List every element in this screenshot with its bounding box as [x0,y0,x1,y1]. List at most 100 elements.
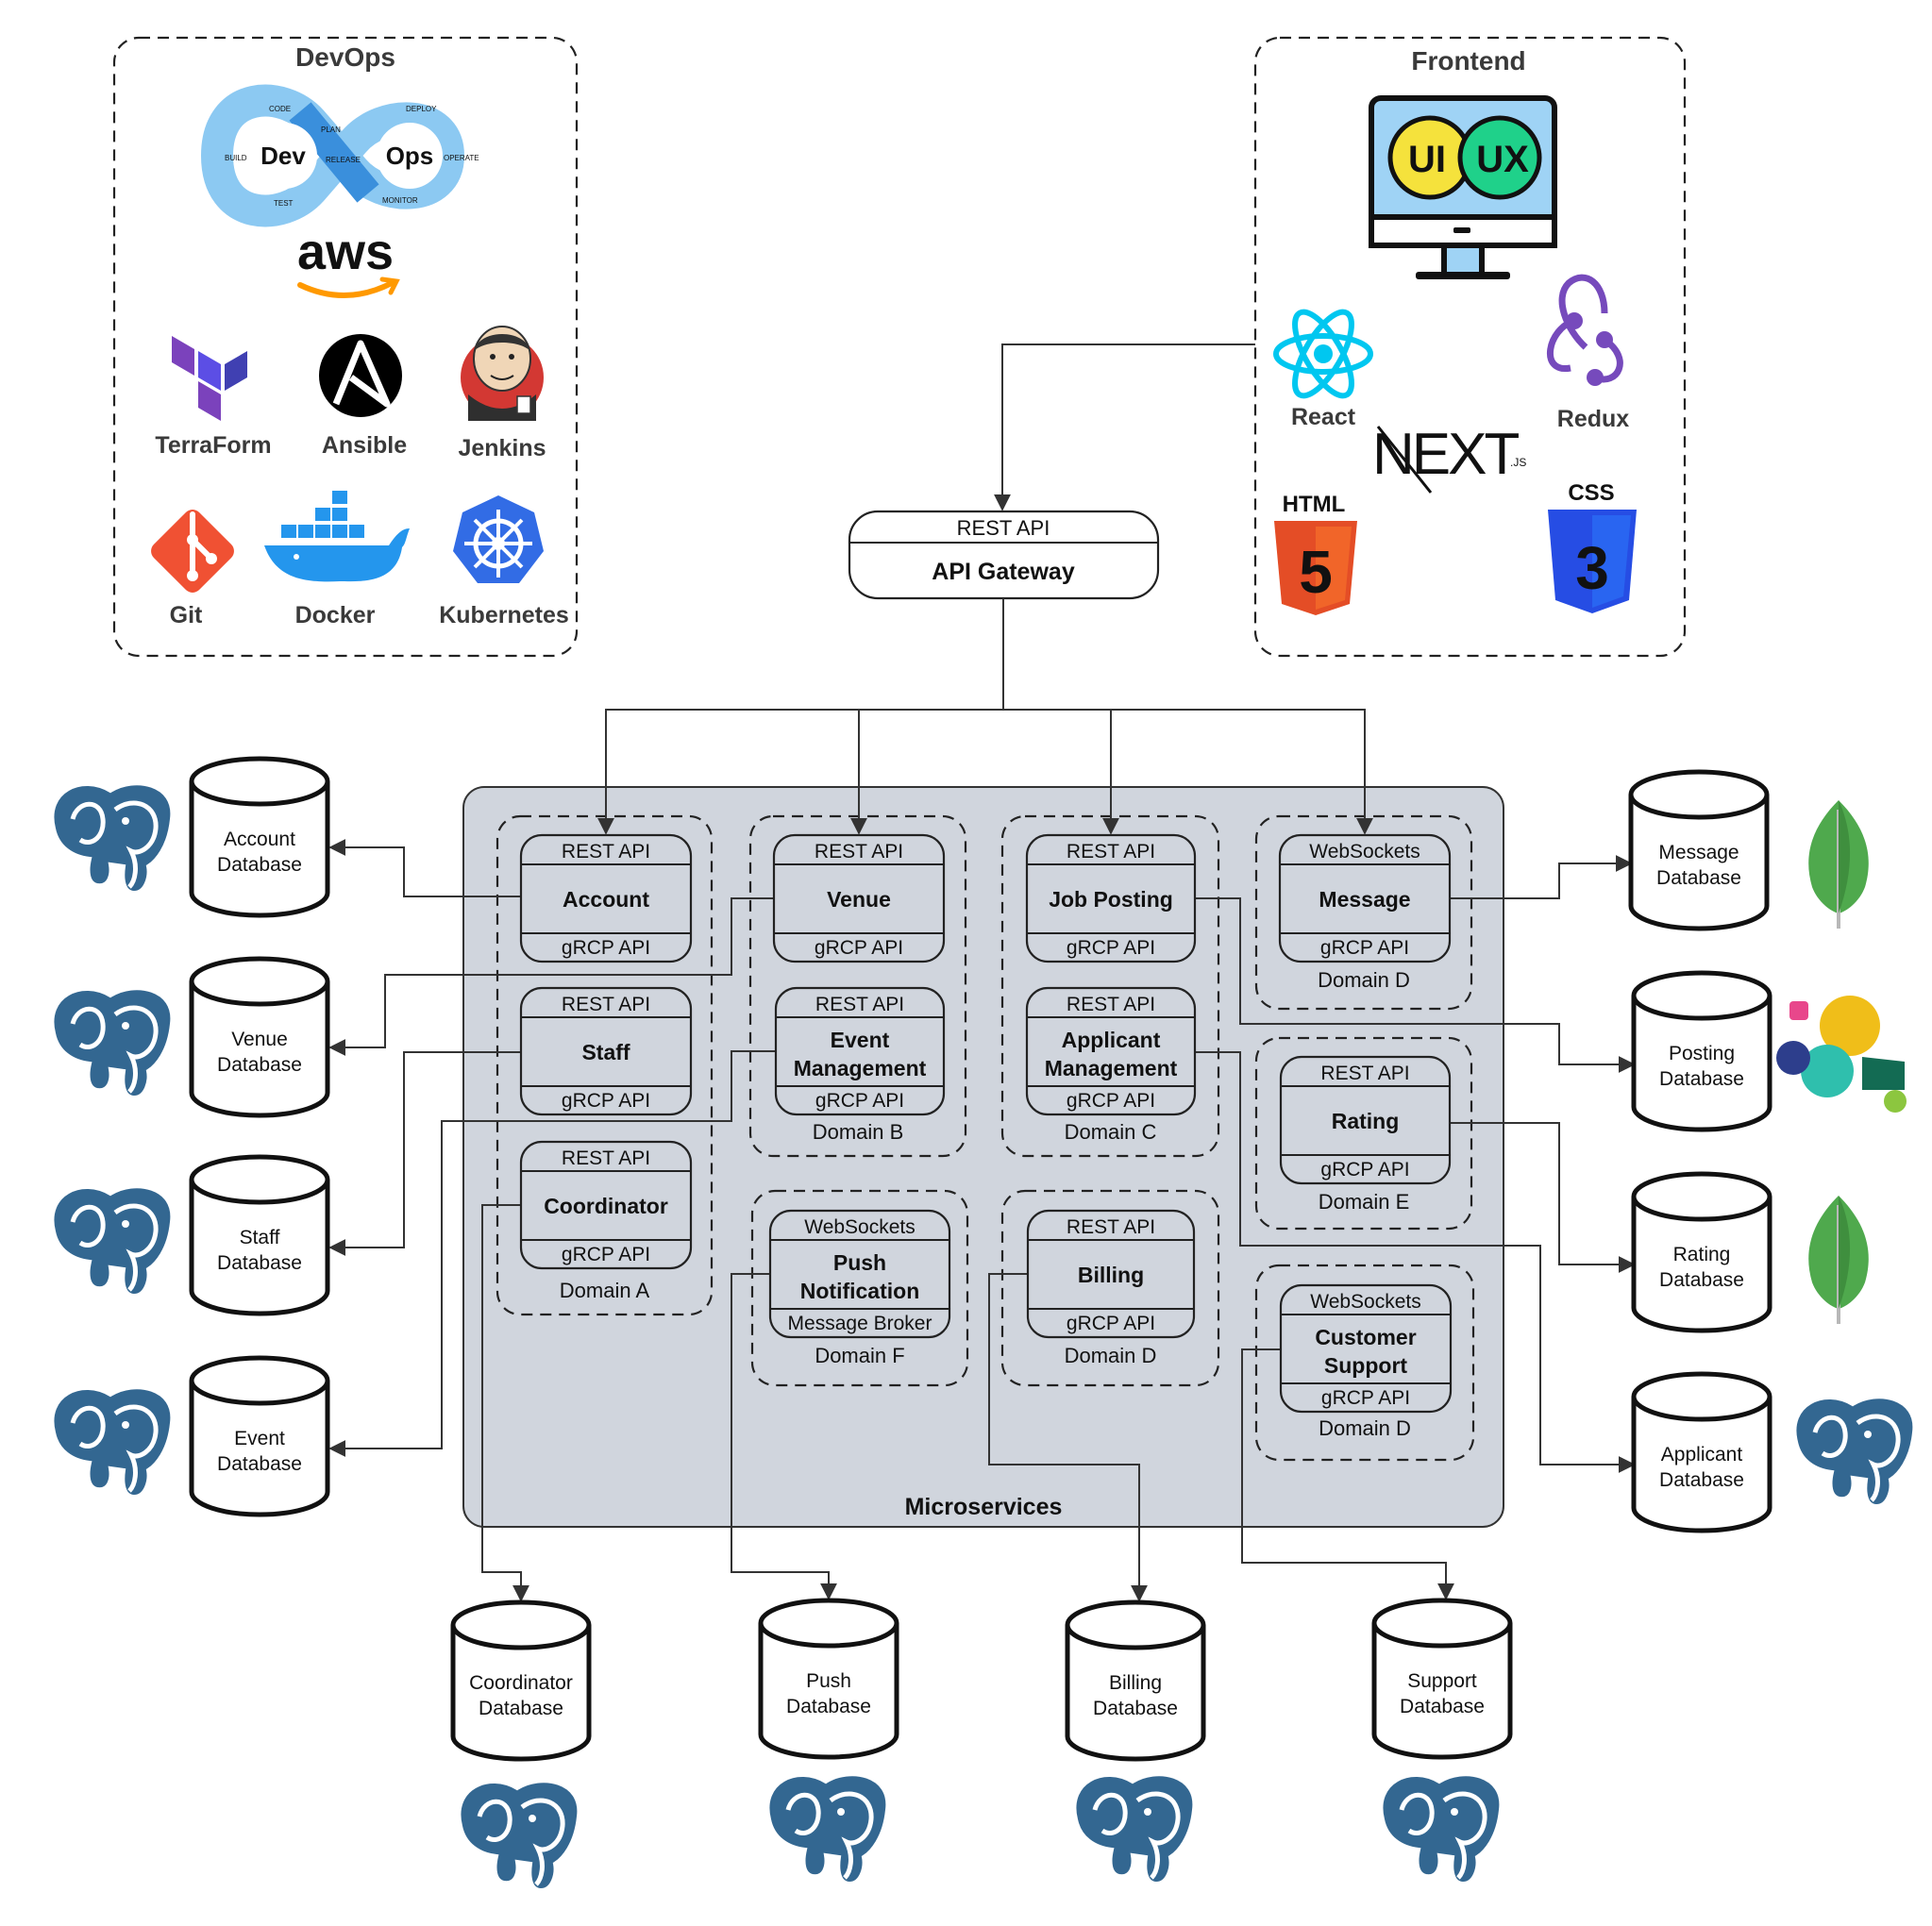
database-label-line1: Billing [1109,1672,1162,1694]
service-name-label: Rating [1332,1109,1400,1133]
domain-box [1000,1189,1220,1387]
aws-icon: aws [297,224,400,298]
service-box [519,1140,693,1270]
kubernetes-icon [453,495,544,583]
service-internal-api-label: gRCP API [562,937,650,959]
tool-kubernetes-label: Kubernetes [439,602,569,628]
service-internal-api-label: gRCP API [1320,1159,1409,1181]
tool-docker-label: Docker [295,602,376,628]
frontend-group: Frontend UI UX React Redux [1253,36,1687,658]
service-name-label: Customer [1315,1325,1416,1349]
service-box [1279,1055,1452,1185]
database-label-line2: Database [1400,1696,1485,1717]
postgresql-icon [1794,1397,1914,1506]
ansible-icon [319,334,402,417]
devops-stage-monitor: MONITOR [382,196,418,205]
database-label-line2: Database [1659,1068,1744,1090]
service-name-label: Message [1319,887,1410,912]
css3-icon: CSS 3 [1548,480,1637,613]
microservices-label: Microservices [905,1494,1063,1520]
html5-logo-digit: 5 [1299,538,1333,606]
postgresql-icon [52,988,172,1097]
devops-stage-deploy: DEPLOY [406,105,437,113]
domain-label: Domain C [1065,1120,1157,1144]
service-name-label: Coordinator [544,1194,668,1218]
service-billing: REST API gRCP API Billing [1026,1209,1196,1339]
git-icon [151,510,234,593]
css3-logo-digit: 3 [1575,534,1609,602]
connector-account-to-account-db [328,839,521,897]
database-label-line2: Database [1659,1269,1744,1291]
domain-label: Domain A [560,1279,650,1302]
service-name-label: Management [794,1056,927,1080]
devops-group: DevOps Dev Ops CODE PLAN BUILD TEST RELE… [112,36,579,658]
service-box [1278,833,1452,963]
database-label-line1: Rating [1673,1244,1731,1265]
domain-label: Domain F [815,1344,904,1367]
database-label-line2: Database [217,1054,302,1076]
database-label-line1: Applicant [1661,1444,1743,1465]
docker-icon [264,491,410,582]
domain-label: Domain B [813,1120,904,1144]
devops-stage-release: RELEASE [326,156,361,164]
service-box [1026,1209,1196,1339]
domain-label: Domain E [1319,1190,1410,1214]
database-label-line1: Support [1407,1670,1477,1692]
database-label-line2: Database [217,1453,302,1475]
connector-staff-to-staff-db [328,1051,521,1256]
domain-box [496,814,714,1316]
service-account: REST API gRCP API Account [519,833,693,963]
connector-push-to-push-db [731,1273,837,1600]
html5-icon: HTML 5 [1274,492,1357,615]
domain-box [1254,1264,1475,1462]
tool-git-label: Git [170,602,203,628]
service-name-label: Notification [800,1279,920,1303]
elasticsearch-icon [1776,996,1907,1113]
service-protocol-label: REST API [562,841,650,863]
jenkins-icon [461,326,544,421]
api-gateway: REST API API Gateway [848,510,1160,600]
database-label-line1: Staff [240,1227,280,1248]
service-protocol-label: WebSockets [804,1216,916,1238]
database-label-line2: Database [1093,1698,1178,1719]
devops-stage-test: TEST [274,199,294,208]
redux-icon [1546,274,1623,386]
postgresql-icon [52,1387,172,1497]
domain-d2: Domain D [1000,1189,1220,1387]
service-protocol-label: REST API [1067,994,1155,1015]
database-label-line2: Database [217,854,302,876]
database-label-line1: Message [1658,842,1739,863]
domain-label: Domain D [1065,1344,1157,1367]
service-protocol-label: REST API [1067,1216,1155,1238]
react-icon [1273,309,1373,399]
service-box [772,833,946,963]
service-name-label: Account [563,887,649,912]
devops-stage-plan: PLAN [321,126,341,134]
service-protocol-label: REST API [815,994,904,1015]
service-protocol-label: WebSockets [1310,1291,1421,1313]
service-internal-api-label: gRCP API [815,937,903,959]
service-protocol-label: REST API [815,841,903,863]
service-internal-api-label: gRCP API [1067,1313,1155,1334]
service-name-label: Support [1324,1353,1407,1378]
gateway-protocol-label: REST API [957,516,1050,540]
connector-billing-to-billing-db [988,1273,1148,1602]
frontend-box [1253,36,1687,658]
devops-infinity-icon: Dev Ops CODE PLAN BUILD TEST RELEASE DEP… [200,84,479,227]
service-name-label: Billing [1078,1263,1144,1287]
database-label-line2: Database [786,1696,871,1717]
service-protocol-label: REST API [562,994,650,1015]
